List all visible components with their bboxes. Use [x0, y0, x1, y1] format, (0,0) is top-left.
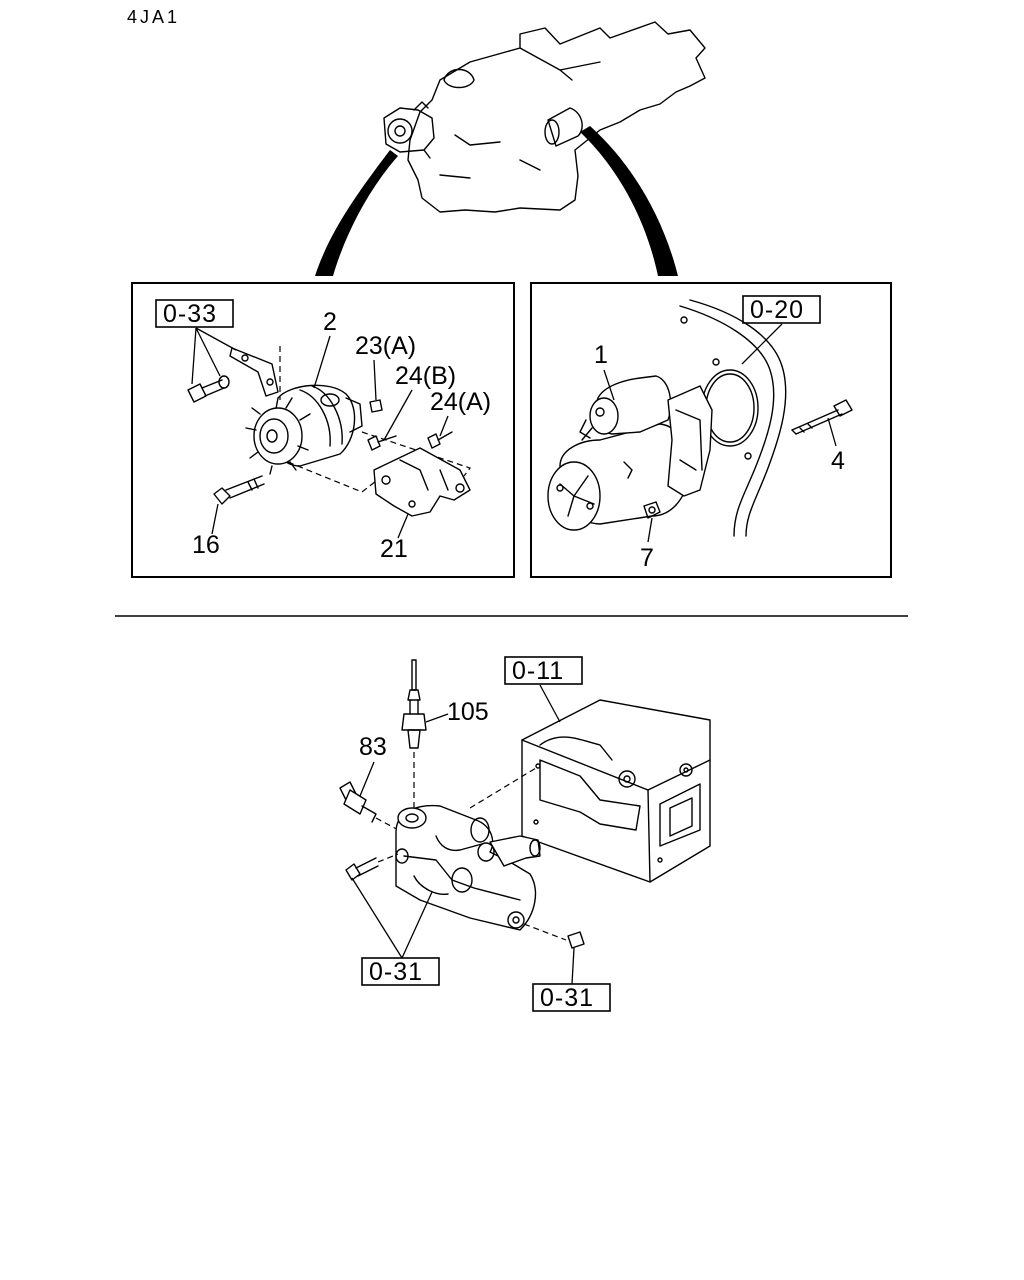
ref-box-0-31-left-label: 0-31 — [369, 958, 423, 986]
callout-starter: 1 — [594, 341, 608, 369]
ref-box-0-20 — [742, 295, 821, 324]
callout-24b: 24(B) — [395, 362, 456, 390]
alternator-panel — [131, 282, 515, 578]
callout-alternator: 2 — [323, 308, 337, 336]
ref-box-0-11-label: 0-11 — [512, 657, 564, 685]
callout-24a: 24(A) — [430, 388, 491, 416]
callout-nut-7: 7 — [640, 544, 654, 572]
ref-box-0-31-left — [361, 957, 440, 986]
ref-box-0-11 — [504, 656, 583, 685]
starter-drawing — [547, 299, 853, 537]
alternator-drawing — [187, 327, 471, 517]
pointer-to-right-panel — [580, 126, 678, 276]
ref-box-0-20-label: 0-20 — [750, 296, 804, 324]
ref-box-0-31-right — [532, 983, 611, 1012]
callout-23a: 23(A) — [355, 332, 416, 360]
callout-105: 105 — [447, 698, 489, 726]
ref-box-0-33-label: 0-33 — [163, 300, 217, 328]
thermostat-housing-drawing — [339, 659, 585, 949]
engine-model-title: 4JA1 — [127, 7, 180, 27]
pointer-to-left-panel — [315, 150, 398, 276]
callout-16: 16 — [192, 531, 220, 559]
callout-83: 83 — [359, 733, 387, 761]
engine-overview — [383, 21, 706, 213]
callout-21: 21 — [380, 535, 408, 563]
ref-box-0-33 — [155, 299, 234, 328]
ref-box-0-31-right-label: 0-31 — [540, 984, 594, 1012]
callout-bolt-4: 4 — [831, 447, 845, 475]
starter-panel — [530, 282, 892, 578]
cylinder-head-drawing — [521, 699, 711, 883]
